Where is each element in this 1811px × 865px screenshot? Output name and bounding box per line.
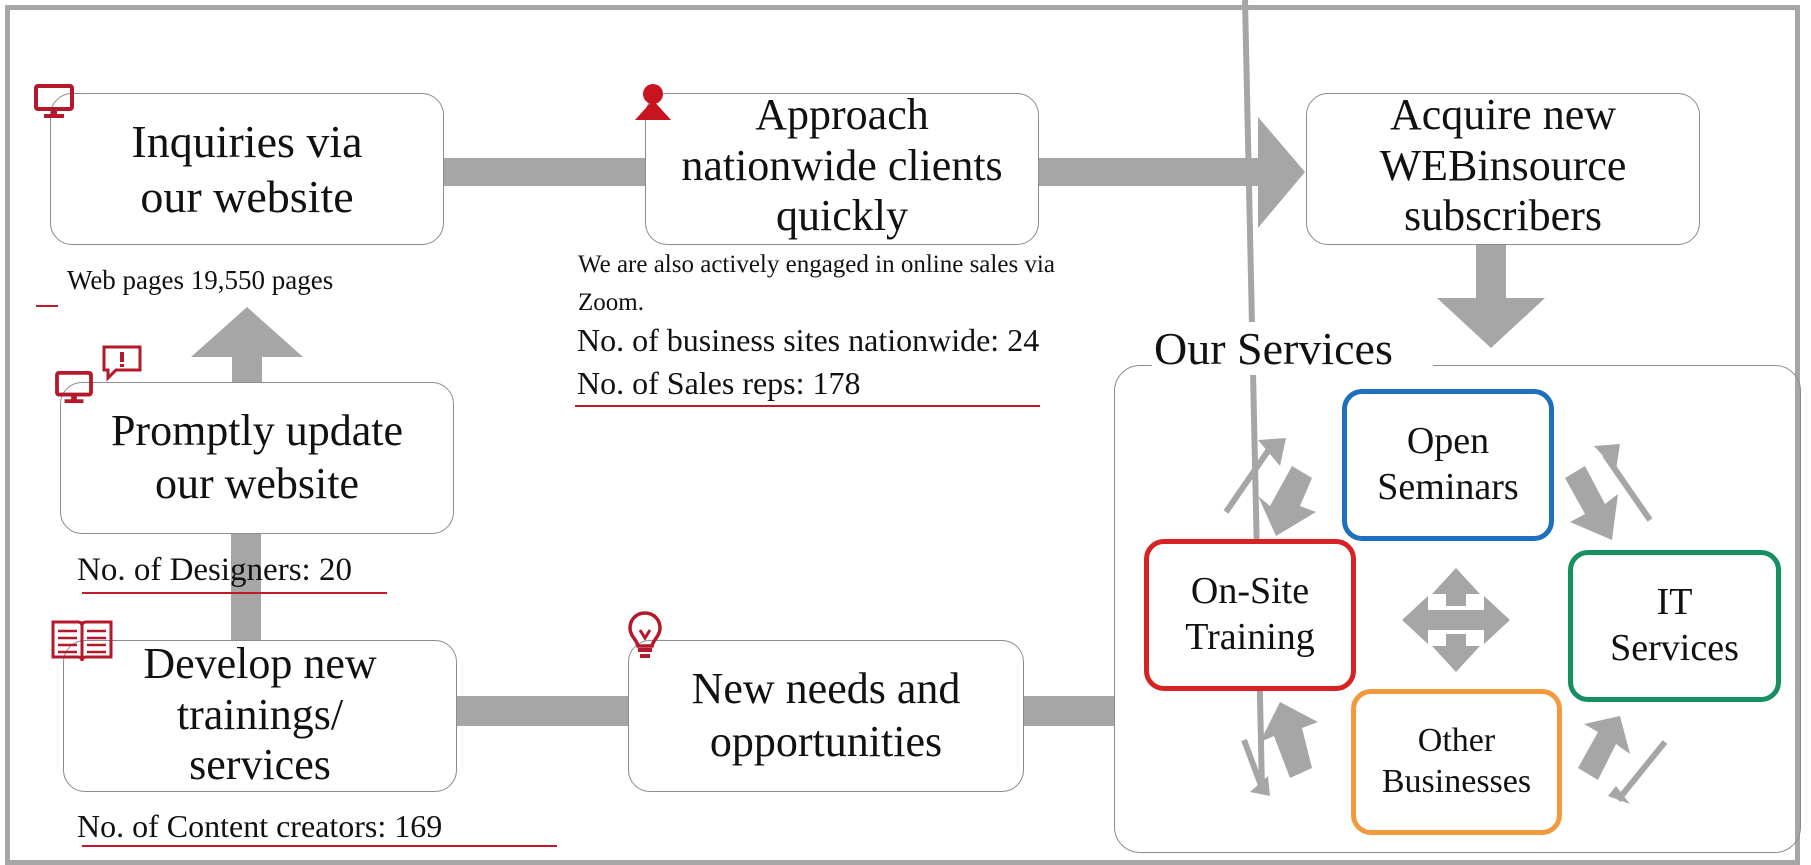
approach-box: Approach nationwide clients quickly xyxy=(645,90,1039,245)
arrow-update-inquiries xyxy=(191,307,303,383)
connector-inquiries-approach xyxy=(440,158,652,186)
services-title: Our Services xyxy=(1152,322,1433,375)
web-pages-underline xyxy=(36,305,58,307)
web-pages-label: Web pages 19,550 pages xyxy=(67,265,334,295)
person-icon xyxy=(635,84,671,120)
it-services-box: IT Services xyxy=(1568,550,1781,702)
chat-alert-icon xyxy=(102,345,142,382)
connector-services-needs xyxy=(1020,696,1115,726)
it-services-text: IT Services xyxy=(1610,581,1739,669)
other-businesses-box: Other Businesses xyxy=(1351,689,1562,835)
cycle-arrow-bottom-right xyxy=(1578,716,1668,804)
develop-box: Develop new trainings/ services xyxy=(63,639,457,792)
inquiries-text: Inquiries via our website xyxy=(131,115,363,222)
designers-label: No. of Designers: 20 xyxy=(77,552,352,588)
arrow-acquire-services xyxy=(1437,242,1545,348)
approach-text: Approach nationwide clients quickly xyxy=(681,90,1003,241)
acquire-box: Acquire new WEBinsource subscribers xyxy=(1306,90,1700,245)
services-panel xyxy=(1114,365,1801,853)
monitor-icon xyxy=(34,84,74,118)
lightbulb-icon xyxy=(628,611,662,658)
update-text: Promptly update our website xyxy=(110,406,404,508)
develop-text: Develop new trainings/ services xyxy=(143,639,377,790)
inquiries-box: Inquiries via our website xyxy=(50,93,444,245)
designers-underline xyxy=(82,592,387,594)
cycle-arrow-top-left xyxy=(1223,438,1316,536)
content-creators-underline xyxy=(82,845,557,847)
four-way-arrow xyxy=(1402,568,1510,672)
zoom-note: We are also actively engaged in online s… xyxy=(578,251,1055,316)
onsite-training-box: On-Site Training xyxy=(1144,539,1356,691)
update-box: Promptly update our website xyxy=(60,382,454,534)
connector-develop-update xyxy=(231,530,261,642)
connector-needs-develop xyxy=(455,696,630,726)
open-seminars-box: Open Seminars xyxy=(1342,389,1554,541)
other-businesses-text: Other Businesses xyxy=(1381,722,1532,800)
arrow-approach-acquire xyxy=(1035,117,1305,228)
content-creators-label: No. of Content creators: 169 xyxy=(77,808,443,844)
book-icon xyxy=(51,620,113,662)
acquire-text: Acquire new WEBinsource subscribers xyxy=(1379,90,1627,241)
open-seminars-text: Open Seminars xyxy=(1377,420,1519,508)
onsite-training-text: On-Site Training xyxy=(1185,570,1315,658)
needs-text: New needs and opportunities xyxy=(691,664,961,766)
sales-reps-underline xyxy=(575,405,1040,407)
needs-box: New needs and opportunities xyxy=(628,640,1024,792)
monitor-icon xyxy=(55,370,93,404)
sales-reps-label: No. of Sales reps: 178 xyxy=(577,365,861,401)
cycle-arrow-top-right xyxy=(1565,444,1653,540)
business-sites-label: No. of business sites nationwide: 24 xyxy=(577,322,1040,358)
